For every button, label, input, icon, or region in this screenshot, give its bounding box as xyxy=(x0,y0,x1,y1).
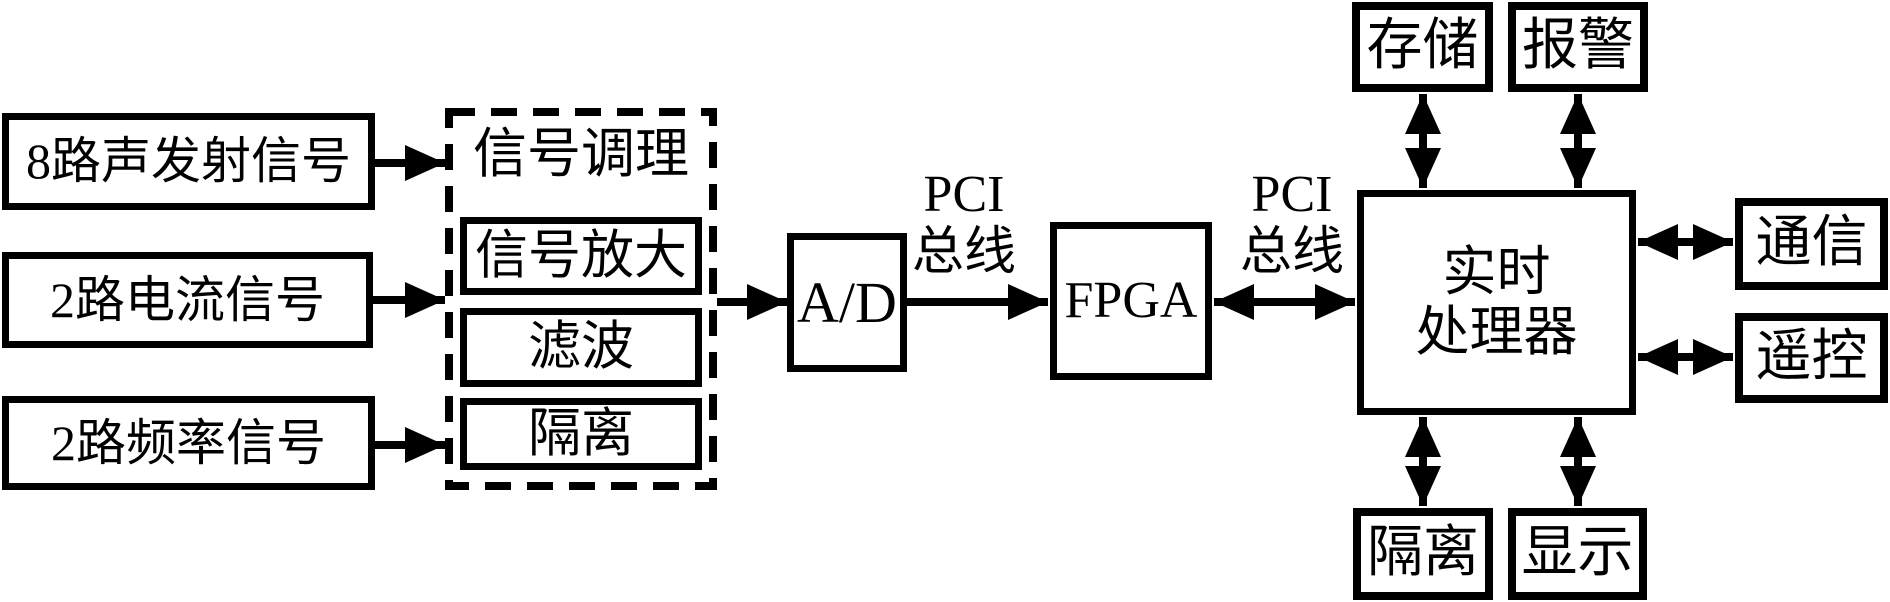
pci-bus-label-1: PCI 总线 xyxy=(884,160,1044,288)
alarm-box: 报警 xyxy=(1508,2,1648,92)
conditioning-group-title: 信号调理 xyxy=(473,123,689,184)
remote-control-box: 遥控 xyxy=(1735,313,1888,403)
fpga-box: FPGA xyxy=(1050,222,1212,380)
conditioning-group-outline xyxy=(445,108,717,490)
pci-bus-2-line2: 总线 xyxy=(1239,224,1344,281)
ad-converter-box: A/D xyxy=(787,233,907,372)
storage-box: 存储 xyxy=(1352,2,1493,92)
stage-box-amplify: 信号放大 xyxy=(460,217,702,295)
processor-label-line2: 处理器 xyxy=(1415,301,1578,362)
input-box-current: 2路电流信号 xyxy=(2,252,373,348)
pci-bus-1-line2: 总线 xyxy=(911,224,1016,281)
display-box: 显示 xyxy=(1508,508,1647,600)
pci-bus-2-line1: PCI xyxy=(1251,165,1333,223)
input-box-frequency: 2路频率信号 xyxy=(2,396,375,490)
stage-box-isolation: 隔离 xyxy=(460,398,702,470)
stage-box-filter: 滤波 xyxy=(460,308,702,387)
input-box-acoustic-emission: 8路声发射信号 xyxy=(2,113,375,210)
communication-box: 通信 xyxy=(1735,198,1888,290)
processor-label-line1: 实时 xyxy=(1442,242,1551,303)
realtime-processor-box: 实时 处理器 xyxy=(1357,190,1636,415)
pci-bus-label-2: PCI 总线 xyxy=(1212,160,1372,288)
isolation-output-box: 隔离 xyxy=(1353,508,1493,600)
pci-bus-1-line1: PCI xyxy=(923,165,1005,223)
